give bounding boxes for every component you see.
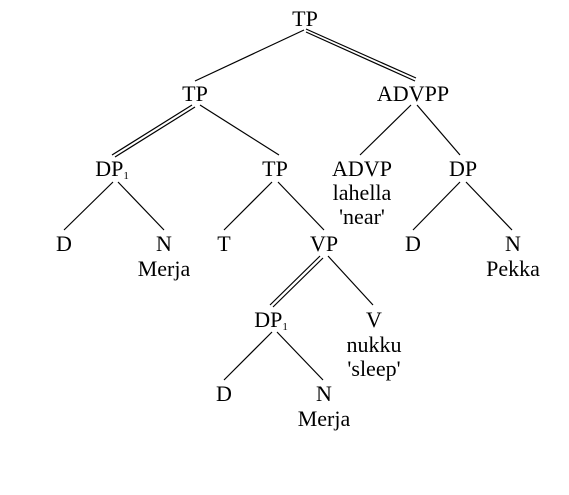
- node-n-right-word: Pekka: [486, 256, 540, 281]
- node-t: T: [217, 231, 231, 256]
- branch-vp-dp1low-a: [269, 255, 321, 306]
- tree-nodes: TP TP ADVPP DP1 TP ADVP lahella 'near' D…: [56, 6, 540, 431]
- node-n-left: N: [156, 231, 172, 256]
- node-dp1-top-index: 1: [123, 170, 129, 182]
- node-d-left: D: [56, 231, 72, 256]
- branch-vp-dp1low-b: [272, 257, 324, 308]
- node-tp-inner: TP: [262, 156, 288, 181]
- node-tp-left: TP: [182, 81, 208, 106]
- branch-tpinner-vp: [277, 181, 325, 231]
- branch-vp-v: [327, 255, 374, 306]
- node-n-low: N: [316, 381, 332, 406]
- branch-tpleft-dp1-a: [111, 104, 193, 156]
- node-d-right: D: [405, 231, 421, 256]
- branch-dp1low-n: [276, 331, 324, 381]
- node-advp: ADVP: [332, 156, 392, 181]
- branch-tpinner-t: [223, 181, 273, 231]
- node-dp1-low-label: DP: [254, 307, 282, 332]
- branch-dp1low-d: [223, 331, 273, 381]
- node-v: V: [366, 307, 382, 332]
- branch-dp1-d: [63, 181, 114, 231]
- node-dp1-low-index: 1: [282, 321, 288, 333]
- node-advp-gloss: 'near': [339, 204, 385, 229]
- node-v-word: nukku: [347, 332, 402, 357]
- node-dp-right: DP: [449, 156, 477, 181]
- branch-dp1-n: [117, 181, 165, 231]
- branch-tpleft-dp1-b: [114, 106, 196, 158]
- node-tp-root: TP: [292, 6, 318, 31]
- branch-tpleft-tpinner: [199, 104, 280, 156]
- tree-branches: [63, 28, 513, 381]
- node-n-right: N: [505, 231, 521, 256]
- branch-tproot-advpp-b: [305, 31, 416, 82]
- node-n-low-word: Merja: [298, 406, 351, 431]
- node-dp1-low: DP1: [254, 307, 288, 333]
- node-dp1-top-label: DP: [95, 156, 123, 181]
- branch-advpp-dp: [416, 104, 461, 156]
- branch-dpright-d: [412, 181, 461, 231]
- node-vp: VP: [310, 231, 338, 256]
- branch-tproot-tpleft: [194, 29, 305, 82]
- node-dp1-top: DP1: [95, 156, 129, 182]
- node-d-low: D: [216, 381, 232, 406]
- branch-tproot-advpp-a: [305, 28, 417, 79]
- branch-dpright-n: [465, 181, 513, 231]
- node-v-gloss: 'sleep': [347, 356, 400, 381]
- node-advp-word: lahella: [333, 180, 392, 205]
- branch-advpp-advp: [359, 104, 412, 156]
- node-n-left-word: Merja: [138, 256, 191, 281]
- node-advpp: ADVPP: [377, 81, 449, 106]
